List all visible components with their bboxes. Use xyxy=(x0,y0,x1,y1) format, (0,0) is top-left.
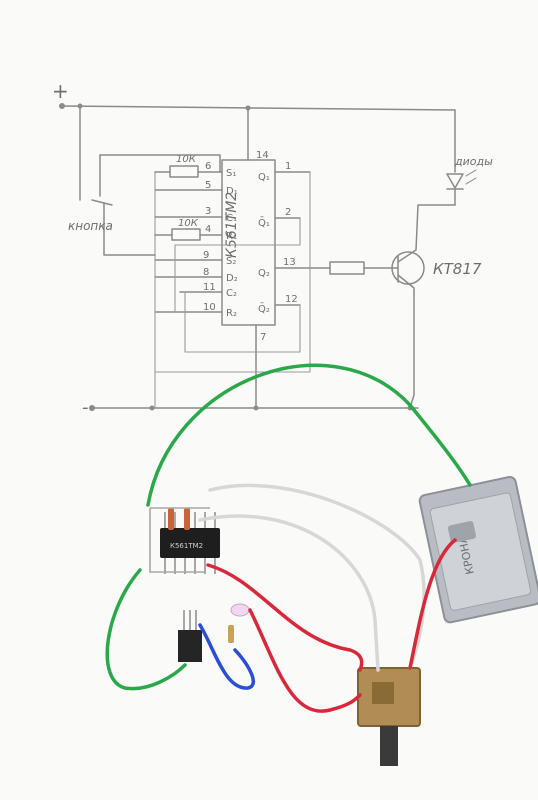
red-wire-1 xyxy=(206,563,364,672)
resistor-2 xyxy=(184,508,190,530)
svg-text:Q̄₁: Q̄₁ xyxy=(258,216,270,229)
svg-text:4: 4 xyxy=(205,224,211,235)
svg-text:R₁: R₁ xyxy=(226,231,237,242)
svg-text:14: 14 xyxy=(256,150,269,161)
wired-prototype: КРОНА К561ТМ2 xyxy=(105,363,538,766)
led-part xyxy=(230,603,250,617)
svg-text:13: 13 xyxy=(283,257,296,268)
svg-text:2: 2 xyxy=(285,207,291,218)
chip-marking: К561ТМ2 xyxy=(170,542,203,550)
svg-text:7: 7 xyxy=(260,332,266,343)
hand-drawn-schematic: + - К561ТМ2 14 7 6 S₁ 5 D₁ 3 C₁ 4 R₁ 9 xyxy=(52,79,493,418)
green-wire xyxy=(146,363,472,507)
schematic-led xyxy=(446,173,464,189)
red-wire-3 xyxy=(248,608,362,713)
transistor-label: КТ817 xyxy=(433,260,482,278)
white-wire-2 xyxy=(198,514,380,672)
schematic-base-resistor xyxy=(329,261,365,275)
svg-text:D₂: D₂ xyxy=(226,273,238,284)
svg-text:9: 9 xyxy=(203,250,209,261)
svg-text:8: 8 xyxy=(203,267,209,278)
green-wire-lower xyxy=(105,568,187,691)
svg-text:5: 5 xyxy=(205,180,211,191)
blue-wire xyxy=(198,623,256,690)
battery: КРОНА xyxy=(418,476,538,624)
red-wire-2 xyxy=(408,538,457,670)
transistor-part xyxy=(178,610,202,662)
svg-text:Q₂: Q₂ xyxy=(258,268,270,279)
supply-minus-label: - xyxy=(82,397,89,418)
svg-text:R₂: R₂ xyxy=(226,308,237,319)
button-label: кнопка xyxy=(68,219,113,233)
svg-text:S₁: S₁ xyxy=(226,168,236,179)
svg-text:11: 11 xyxy=(203,282,216,293)
svg-text:10К: 10К xyxy=(178,218,199,229)
schematic-button-contact xyxy=(91,199,113,206)
schematic-resistor-2 xyxy=(171,228,201,241)
svg-text:Q₁: Q₁ xyxy=(258,172,270,183)
chip-left-pins: 6 S₁ 5 D₁ 3 C₁ 4 R₁ 9 S₂ 8 D₂ 11 C₂ 10 R… xyxy=(154,161,238,319)
resistor-1 xyxy=(168,508,174,530)
chip-right-pins: 1 Q₁ 2 Q̄₁ 13 Q₂ 12 Q̄₂ xyxy=(258,161,331,315)
white-wire-1 xyxy=(208,483,426,670)
push-button-switch xyxy=(357,667,421,766)
schematic-resistor-1 xyxy=(169,165,199,178)
svg-text:C₁: C₁ xyxy=(226,213,237,224)
supply-plus-label: + xyxy=(52,79,69,103)
svg-text:S₂: S₂ xyxy=(226,256,236,267)
svg-text:6: 6 xyxy=(205,161,211,172)
svg-text:C₂: C₂ xyxy=(226,288,237,299)
svg-text:D₁: D₁ xyxy=(226,186,238,197)
svg-text:10К: 10К xyxy=(176,154,197,165)
svg-text:Q̄₂: Q̄₂ xyxy=(258,302,270,315)
led-label: диоды xyxy=(454,155,493,168)
svg-text:3: 3 xyxy=(205,206,211,217)
svg-text:12: 12 xyxy=(285,294,298,305)
resistor-3 xyxy=(228,625,234,643)
svg-text:1: 1 xyxy=(285,161,291,172)
logic-chip: К561ТМ2 xyxy=(149,507,220,574)
svg-text:10: 10 xyxy=(203,302,216,313)
plus-rail xyxy=(61,105,456,111)
chip-name-label: К561ТМ2 xyxy=(224,192,240,258)
